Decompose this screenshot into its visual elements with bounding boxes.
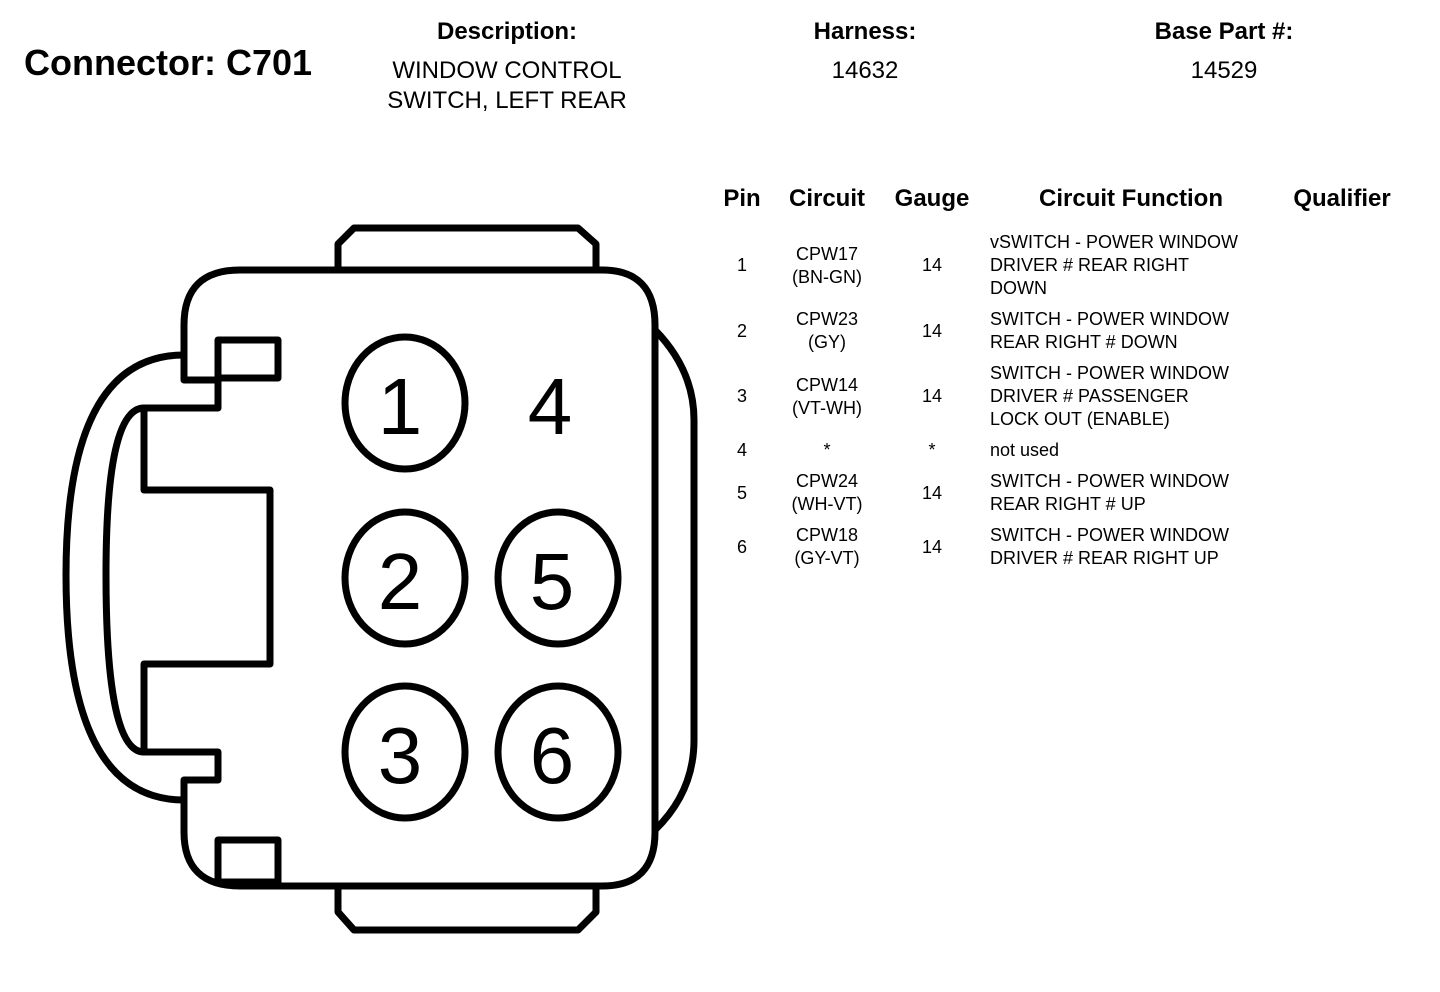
circuit-cell: CPW23 (GY) [772, 304, 882, 358]
harness-block: Harness: 14632 [765, 16, 965, 86]
description-value: WINDOW CONTROL SWITCH, LEFT REAR [340, 56, 674, 116]
cavity-label-6: 6 [530, 711, 575, 800]
function-line: SWITCH - POWER WINDOW [990, 309, 1229, 329]
table-row: 6 CPW18 (GY-VT) 14 SWITCH - POWER WINDOW… [712, 520, 1404, 574]
pin-number: 5 [736, 482, 747, 503]
circuit-id: CPW14 [795, 374, 858, 395]
gauge: 14 [921, 482, 943, 503]
function-line: DRIVER # REAR RIGHT [990, 255, 1190, 275]
cavity-6 [494, 682, 622, 822]
connector-body [140, 266, 659, 890]
circuit-id: CPW24 [795, 471, 858, 491]
circuit-cell: CPW17 (BN-GN) [772, 227, 882, 304]
circuit-id: CPW17 [795, 243, 858, 264]
latch-arm-inner [102, 404, 148, 756]
function-line: DOWN [990, 278, 1047, 298]
base-part-value: 14529 [1190, 57, 1258, 84]
top-tab [334, 224, 600, 274]
pin-number: 4 [736, 440, 747, 460]
qualifier [1280, 466, 1404, 520]
gauge: 14 [921, 386, 943, 406]
harness-value: 14632 [831, 57, 899, 84]
circuit-id: * [823, 440, 831, 460]
cavity-label-1: 1 [378, 362, 423, 451]
latch-window-top [214, 336, 282, 382]
circuit-id: CPW23 [795, 309, 858, 329]
pin-number: 3 [736, 386, 747, 406]
circuit-function: not used [982, 435, 1280, 466]
qualifier [1280, 304, 1404, 358]
pin-number: 2 [736, 320, 747, 341]
qualifier [1280, 358, 1404, 435]
circuit-cell: * [772, 435, 882, 466]
pin-number: 1 [736, 255, 747, 275]
cavity-3 [341, 682, 469, 822]
header-gauge: Gauge [894, 185, 970, 212]
description-block: Description: WINDOW CONTROL SWITCH, LEFT… [340, 16, 674, 116]
circuit-cell: CPW18 (GY-VT) [772, 520, 882, 574]
base-part-block: Base Part #: 14529 [1110, 16, 1338, 86]
circuit-function: SWITCH - POWER WINDOW REAR RIGHT # DOWN [982, 304, 1280, 358]
table-row: 3 CPW14 (VT-WH) 14 SWITCH - POWER WINDOW… [712, 358, 1404, 435]
wire-color: (GY) [808, 332, 846, 352]
circuit-function: SWITCH - POWER WINDOW REAR RIGHT # UP [982, 466, 1280, 520]
wire-color: (GY-VT) [794, 548, 860, 568]
circuit-cell: CPW24 (WH-VT) [772, 466, 882, 520]
description-line: WINDOW CONTROL [392, 57, 622, 84]
connector-title: Connector: C701 [24, 42, 313, 83]
function-line: SWITCH - POWER WINDOW [990, 525, 1229, 545]
wire-color: (VT-WH) [792, 397, 862, 418]
latch-arm-outer [62, 351, 188, 804]
wire-color: (WH-VT) [791, 494, 863, 514]
wire-color: (BN-GN) [792, 266, 862, 287]
table-row: 5 CPW24 (WH-VT) 14 SWITCH - POWER WINDOW… [712, 466, 1404, 520]
connector-face-diagram: 1 4 2 5 3 6 [62, 224, 698, 934]
qualifier [1280, 227, 1404, 304]
table-header-row: Pin Circuit Gauge Circuit Function Quali… [712, 183, 1404, 227]
harness-label: Harness: [813, 18, 917, 45]
base-part-label: Base Part #: [1154, 18, 1294, 45]
circuit-function: SWITCH - POWER WINDOW DRIVER # REAR RIGH… [982, 520, 1280, 574]
gauge: 14 [921, 255, 943, 275]
gauge: 14 [921, 536, 943, 557]
cavity-5 [494, 508, 622, 648]
circuit-cell: CPW14 (VT-WH) [772, 358, 882, 435]
gauge: * [928, 440, 936, 460]
function-line: SWITCH - POWER WINDOW [990, 363, 1229, 383]
table-row: 4 * * not used [712, 435, 1404, 466]
cavity-label-5: 5 [530, 537, 575, 626]
pin-number: 6 [736, 536, 747, 557]
function-line: DRIVER # PASSENGER [990, 386, 1189, 406]
gauge: 14 [921, 320, 943, 341]
bottom-tab [334, 882, 600, 934]
function-line: REAR RIGHT # DOWN [990, 332, 1178, 352]
function-line: SWITCH - POWER WINDOW [990, 471, 1229, 491]
header-circuit: Circuit [788, 185, 865, 212]
table-row: 1 CPW17 (BN-GN) 14 vSWITCH - POWER WINDO… [712, 227, 1404, 304]
side-rail-right [651, 326, 698, 834]
header-pin: Pin [723, 185, 761, 212]
circuit-function: SWITCH - POWER WINDOW DRIVER # PASSENGER… [982, 358, 1280, 435]
cavity-label-2: 2 [378, 537, 423, 626]
qualifier [1280, 520, 1404, 574]
header-qualifier: Qualifier [1293, 185, 1391, 212]
cavity-label-3: 3 [378, 711, 423, 800]
circuit-function: vSWITCH - POWER WINDOW DRIVER # REAR RIG… [982, 227, 1280, 304]
description-line: SWITCH, LEFT REAR [387, 87, 627, 114]
function-line: vSWITCH - POWER WINDOW [990, 232, 1238, 252]
pin-table: Pin Circuit Gauge Circuit Function Quali… [712, 183, 1404, 574]
table-row: 2 CPW23 (GY) 14 SWITCH - POWER WINDOW RE… [712, 304, 1404, 358]
function-line: LOCK OUT (ENABLE) [990, 409, 1170, 429]
function-line: REAR RIGHT # UP [990, 494, 1146, 514]
cavity-label-4: 4 [528, 362, 573, 451]
description-label: Description: [436, 18, 577, 45]
cavity-1 [341, 333, 469, 473]
function-line: DRIVER # REAR RIGHT UP [990, 548, 1219, 568]
header-circuit-function: Circuit Function [1039, 185, 1223, 212]
qualifier [1280, 435, 1404, 466]
cavity-2 [341, 508, 469, 648]
function-line: not used [990, 440, 1060, 460]
latch-window-bottom [214, 836, 282, 886]
circuit-id: CPW18 [795, 525, 858, 545]
